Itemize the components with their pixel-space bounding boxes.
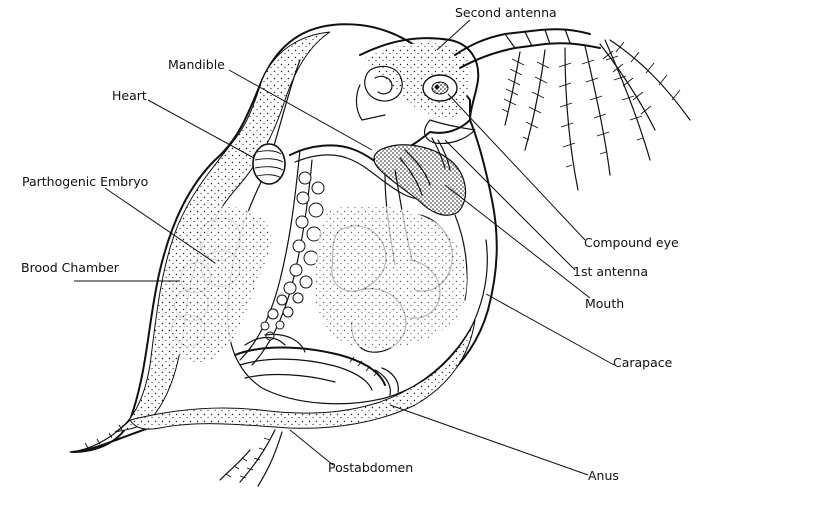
anal-claws	[374, 367, 399, 396]
label-brood-chamber: Brood Chamber	[21, 260, 120, 275]
second-antenna	[454, 28, 691, 191]
label-carapace: Carapace	[613, 355, 673, 370]
rostrum	[423, 119, 476, 145]
leader-anus	[389, 404, 589, 476]
labels: Second antenna Mandible Heart Parthogeni…	[21, 5, 679, 483]
leader-second-antenna	[436, 19, 471, 51]
label-first-antenna: 1st antenna	[573, 264, 648, 279]
mandible	[355, 65, 403, 121]
label-parthogenic-embryo: Parthogenic Embryo	[22, 174, 148, 189]
digestive-gland	[373, 144, 467, 216]
leader-embryo	[104, 187, 216, 264]
leader-compound-eye	[447, 93, 586, 241]
leader-carapace	[485, 293, 615, 366]
label-anus: Anus	[588, 468, 619, 483]
leader-first-antenna	[444, 139, 576, 271]
thoracic-limbs	[313, 169, 468, 353]
first-antenna	[431, 137, 451, 171]
heart	[252, 143, 286, 185]
leader-mouth	[444, 184, 591, 299]
daphnia-body	[69, 23, 691, 487]
compound-eye	[422, 74, 458, 102]
label-heart: Heart	[112, 88, 147, 103]
head-outline	[359, 37, 480, 151]
leader-heart	[147, 99, 255, 159]
leader-lines	[74, 19, 615, 476]
limb-stipple	[313, 205, 467, 349]
label-compound-eye: Compound eye	[584, 235, 679, 250]
gut-descending	[239, 149, 301, 361]
leader-postabdomen	[289, 429, 334, 466]
abdominal-setae	[69, 419, 283, 487]
brood-chamber	[167, 206, 272, 363]
carapace-lower-margin	[129, 319, 476, 430]
postabdomen	[234, 333, 386, 391]
leader-mandible	[228, 69, 373, 151]
label-mandible: Mandible	[168, 57, 225, 72]
label-mouth: Mouth	[585, 296, 624, 311]
label-second-antenna: Second antenna	[455, 5, 557, 20]
gut-cells	[260, 171, 325, 341]
label-postabdomen: Postabdomen	[328, 460, 413, 475]
mouth-parts	[399, 149, 431, 196]
